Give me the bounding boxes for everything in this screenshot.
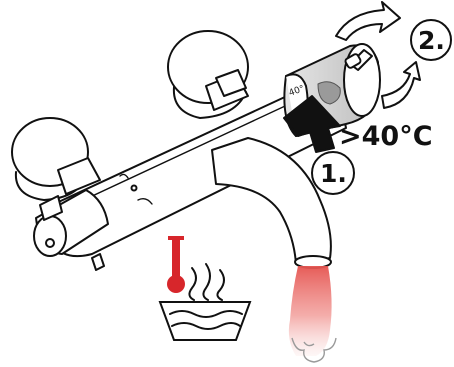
hot-water-stream xyxy=(289,266,332,356)
wall-rosette-left xyxy=(12,118,100,200)
thermometer-icon xyxy=(167,236,185,293)
curved-rotate-arrow-icon xyxy=(336,2,400,40)
temperature-threshold-label: >40°C xyxy=(339,121,433,152)
step-1-label: 1. xyxy=(320,159,347,188)
curved-rotate-arrow-lower xyxy=(382,62,420,108)
spout xyxy=(212,138,331,264)
wall-rosette-right xyxy=(168,31,248,118)
step-2-label: 2. xyxy=(418,26,445,55)
flow-control-handle xyxy=(34,190,108,270)
